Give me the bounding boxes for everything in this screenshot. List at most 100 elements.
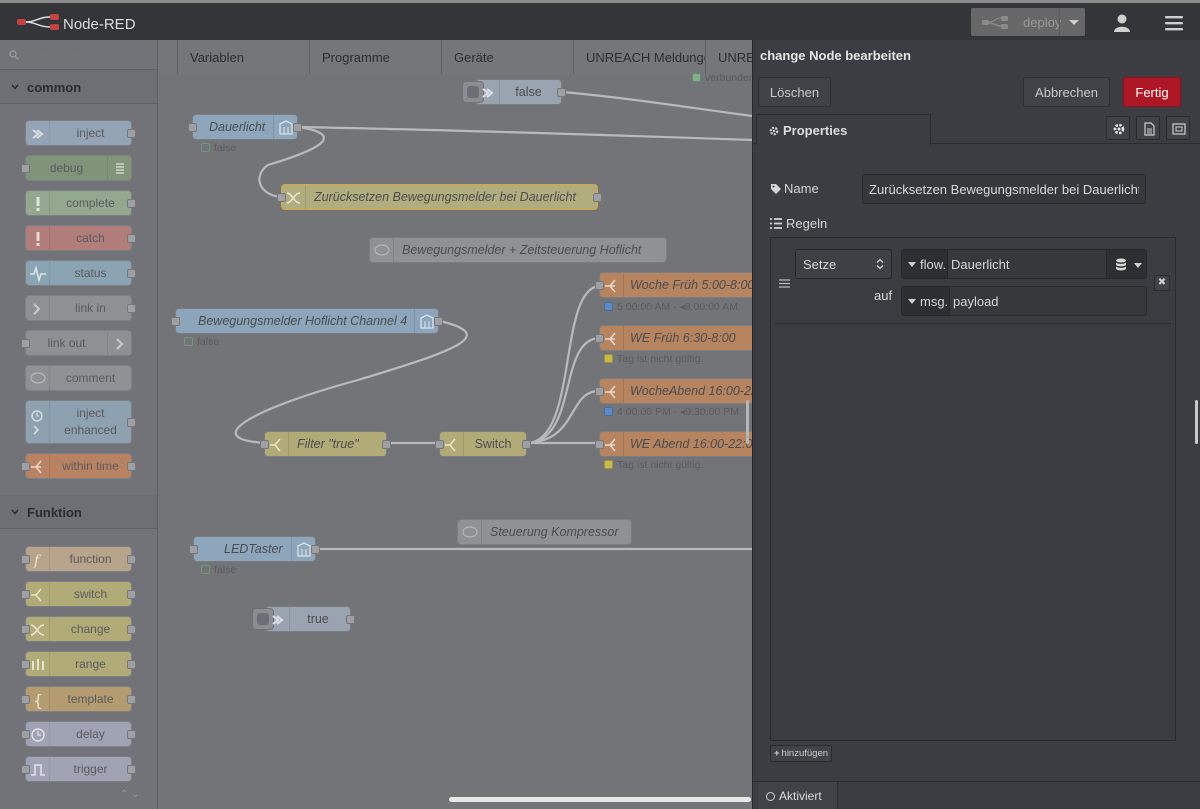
palette-node-trigger[interactable]: trigger bbox=[21, 756, 136, 782]
tab-properties[interactable]: Properties bbox=[756, 114, 931, 145]
input-port[interactable] bbox=[171, 317, 180, 326]
output-port[interactable] bbox=[127, 199, 136, 208]
palette-collapse-controls[interactable]: ⌃ ⌄ bbox=[120, 789, 140, 800]
workspace-resize-handle[interactable] bbox=[746, 400, 749, 444]
input-port[interactable] bbox=[21, 164, 30, 173]
tab-settings[interactable] bbox=[1106, 116, 1130, 140]
deploy-dropdown-chevron-icon[interactable] bbox=[1059, 8, 1085, 36]
flow-node-woche-frueh[interactable]: Woche Früh 5:00-8:00 bbox=[595, 272, 752, 298]
output-port[interactable] bbox=[311, 545, 320, 554]
palette-node-delay[interactable]: delay bbox=[21, 721, 136, 747]
palette-node-catch[interactable]: catch bbox=[25, 225, 136, 251]
name-input[interactable] bbox=[862, 174, 1146, 204]
input-port[interactable] bbox=[21, 765, 30, 774]
output-port[interactable] bbox=[382, 440, 391, 449]
palette-node-inject-enhanced[interactable]: inject enhanced bbox=[25, 400, 136, 444]
done-button[interactable]: Fertig bbox=[1123, 77, 1181, 107]
rule-action-select[interactable]: Setze bbox=[795, 249, 892, 279]
palette-node-link-in[interactable]: link in bbox=[25, 295, 136, 321]
enabled-toggle[interactable]: Aktiviert bbox=[758, 782, 838, 809]
output-port[interactable] bbox=[127, 625, 136, 634]
drag-handle-icon[interactable] bbox=[779, 279, 790, 288]
input-port[interactable] bbox=[21, 339, 30, 348]
output-port[interactable] bbox=[127, 555, 136, 564]
output-port[interactable] bbox=[593, 193, 602, 202]
output-port[interactable] bbox=[522, 440, 531, 449]
add-rule-button[interactable]: + hinzufügen bbox=[770, 745, 832, 762]
rule-target-input[interactable]: flow. Dauerlicht bbox=[901, 249, 1147, 279]
cancel-button[interactable]: Abbrechen bbox=[1023, 77, 1110, 107]
palette-node-inject[interactable]: inject bbox=[25, 120, 136, 146]
tab-unre[interactable]: UNRE bbox=[706, 40, 752, 74]
output-port[interactable] bbox=[557, 88, 566, 97]
flow-node-false-inject[interactable]: false bbox=[462, 79, 566, 105]
flow-workspace[interactable]: Variablen Programme Geräte UNREACH Meldu… bbox=[158, 40, 752, 809]
input-port[interactable] bbox=[21, 555, 30, 564]
input-port[interactable] bbox=[21, 462, 30, 471]
input-port[interactable] bbox=[21, 625, 30, 634]
palette-node-range[interactable]: range bbox=[21, 651, 136, 677]
output-port[interactable] bbox=[127, 234, 136, 243]
input-port[interactable] bbox=[21, 660, 30, 669]
flow-node-ledtaster[interactable]: LEDTaster bbox=[189, 536, 320, 562]
flow-node-bewegungsmelder[interactable]: Bewegungsmelder Hoflicht Channel 4 bbox=[171, 308, 443, 334]
flow-node-zuruecksetzen[interactable]: Zurücksetzen Bewegungsmelder bei Dauerli… bbox=[277, 184, 602, 210]
flow-node-we-frueh[interactable]: WE Früh 6:30-8:00 bbox=[595, 325, 752, 351]
deploy-button[interactable]: deploy bbox=[971, 8, 1085, 36]
palette-node-within-time[interactable]: within time bbox=[21, 453, 136, 479]
output-port[interactable] bbox=[127, 695, 136, 704]
remove-rule-button[interactable]: ✖ bbox=[1154, 275, 1170, 291]
user-icon[interactable] bbox=[1112, 13, 1132, 33]
flow-node-filter-true[interactable]: Filter "true" bbox=[260, 431, 391, 457]
input-port[interactable] bbox=[21, 590, 30, 599]
flow-node-comment-kompressor[interactable]: Steuerung Kompressor bbox=[457, 519, 632, 545]
tab-scroll-left[interactable] bbox=[158, 40, 178, 74]
output-port[interactable] bbox=[127, 590, 136, 599]
input-port[interactable] bbox=[21, 730, 30, 739]
tab-appearance[interactable] bbox=[1166, 116, 1190, 140]
palette-node-template[interactable]: { template bbox=[21, 686, 136, 712]
input-port[interactable] bbox=[260, 440, 269, 449]
tab-programme[interactable]: Programme bbox=[310, 40, 442, 74]
output-port[interactable] bbox=[127, 730, 136, 739]
category-header-common[interactable]: common bbox=[0, 70, 157, 104]
tab-unreach-meldungen[interactable]: UNREACH Meldungen bbox=[574, 40, 706, 74]
delete-button[interactable]: Löschen bbox=[758, 77, 831, 107]
flow-node-comment-hoflicht[interactable]: Bewegungsmelder + Zeitsteuerung Hoflicht bbox=[369, 237, 667, 263]
input-port[interactable] bbox=[189, 545, 198, 554]
palette-node-switch[interactable]: switch bbox=[21, 581, 136, 607]
input-port[interactable] bbox=[188, 123, 197, 132]
output-port[interactable] bbox=[293, 123, 302, 132]
category-header-funktion[interactable]: Funktion bbox=[0, 495, 157, 529]
flow-node-switch[interactable]: Switch bbox=[435, 431, 531, 457]
output-port[interactable] bbox=[127, 765, 136, 774]
output-port[interactable] bbox=[127, 269, 136, 278]
output-port[interactable] bbox=[127, 129, 136, 138]
output-port[interactable] bbox=[434, 317, 443, 326]
palette-node-link-out[interactable]: link out bbox=[21, 330, 132, 356]
palette-node-debug[interactable]: debug bbox=[21, 155, 132, 181]
flow-node-dauerlicht[interactable]: Dauerlicht bbox=[188, 114, 302, 140]
tab-description[interactable] bbox=[1136, 116, 1160, 140]
palette-node-complete[interactable]: complete bbox=[25, 190, 136, 216]
input-port[interactable] bbox=[277, 193, 286, 202]
input-port[interactable] bbox=[595, 440, 604, 449]
rule-source-type-select[interactable]: msg. bbox=[902, 287, 950, 315]
flow-node-true-inject[interactable]: true bbox=[252, 606, 355, 632]
output-port[interactable] bbox=[127, 418, 136, 427]
panel-resize-handle[interactable] bbox=[1195, 400, 1198, 444]
flow-node-we-abend[interactable]: WE Abend 16:00-22:00 bbox=[595, 431, 752, 457]
output-port[interactable] bbox=[127, 304, 136, 313]
input-port[interactable] bbox=[595, 334, 604, 343]
flow-node-woche-abend[interactable]: WocheAbend 16:00-22:00 bbox=[595, 378, 752, 404]
palette-node-function[interactable]: f function bbox=[21, 546, 136, 572]
tab-geraete[interactable]: Geräte bbox=[442, 40, 574, 74]
input-port[interactable] bbox=[595, 387, 604, 396]
input-port[interactable] bbox=[21, 695, 30, 704]
palette-node-change[interactable]: change bbox=[21, 616, 136, 642]
output-port[interactable] bbox=[346, 615, 355, 624]
rule-target-type-select[interactable]: flow. bbox=[902, 250, 948, 278]
tab-variablen[interactable]: Variablen bbox=[178, 40, 310, 74]
hamburger-menu-icon[interactable] bbox=[1165, 15, 1183, 31]
inject-trigger-button[interactable] bbox=[252, 608, 274, 630]
